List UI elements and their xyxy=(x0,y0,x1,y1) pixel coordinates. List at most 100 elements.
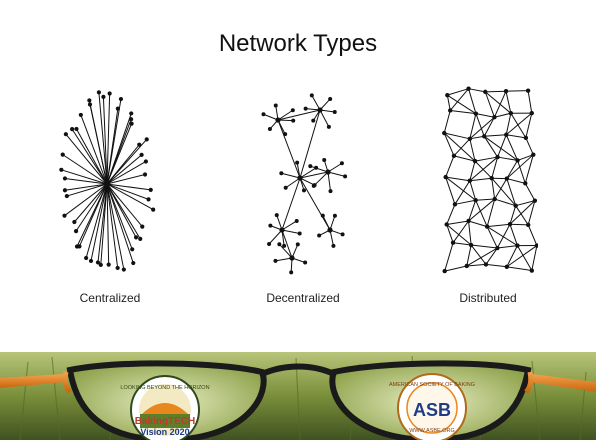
network-node xyxy=(274,213,279,218)
network-node xyxy=(87,98,92,103)
network-edge xyxy=(65,133,108,185)
mesh-edge xyxy=(505,90,529,92)
mesh-node xyxy=(451,153,457,159)
mesh-edge xyxy=(468,220,488,228)
network-node xyxy=(78,112,83,118)
glasses-banner: LOOKING BEYOND THE HORIZON BakingTECH Vi… xyxy=(0,352,596,440)
network-node xyxy=(311,118,316,123)
mesh-edge xyxy=(486,226,518,247)
network-node xyxy=(59,167,64,172)
mesh-edge xyxy=(444,265,467,272)
mesh-node xyxy=(442,130,447,136)
mesh-edge xyxy=(445,176,476,201)
network-edge xyxy=(281,229,285,246)
caption-centralized: Centralized xyxy=(79,291,141,305)
network-edge xyxy=(89,104,108,185)
mesh-edge xyxy=(527,224,538,246)
network-node xyxy=(131,260,136,266)
mesh-edge xyxy=(475,198,495,201)
network-edge xyxy=(106,183,125,270)
caption-decentralized: Decentralized xyxy=(266,291,340,305)
mesh-edge xyxy=(509,205,517,225)
mesh-edge xyxy=(509,223,529,226)
mesh-edge xyxy=(475,113,495,118)
mesh-edge xyxy=(497,156,518,161)
mesh-node xyxy=(529,268,535,273)
mesh-edge xyxy=(466,247,498,267)
network-node xyxy=(88,258,94,264)
mesh-node xyxy=(495,245,500,251)
network-hub-node xyxy=(289,255,295,261)
network-node xyxy=(279,171,284,176)
network-node xyxy=(273,103,278,108)
network-edge xyxy=(64,183,108,191)
hub-link-edge xyxy=(299,171,329,179)
mesh-edge xyxy=(469,113,477,139)
network-edge xyxy=(106,183,143,227)
mesh-edge xyxy=(515,200,536,207)
network-edge xyxy=(106,93,111,185)
network-edge xyxy=(106,154,142,185)
network-node xyxy=(309,93,314,98)
mesh-edge xyxy=(494,178,508,200)
mesh-edge xyxy=(505,134,519,161)
mesh-edge xyxy=(446,224,454,243)
network-edge xyxy=(299,167,317,179)
network-edge xyxy=(100,183,108,265)
mesh-node xyxy=(464,263,469,269)
slide-title: Network Types xyxy=(218,30,378,57)
network-edge xyxy=(281,172,301,179)
mesh-edge xyxy=(487,223,510,228)
mesh-edge xyxy=(449,88,469,111)
mesh-node xyxy=(473,111,479,116)
network-node xyxy=(283,132,288,137)
network-node xyxy=(137,142,142,147)
mesh-edge xyxy=(485,263,507,268)
mesh-edge xyxy=(505,91,512,114)
network-node xyxy=(62,188,68,193)
network-node xyxy=(291,118,296,123)
network-node xyxy=(64,193,69,199)
mesh-edge xyxy=(469,177,492,182)
network-node xyxy=(115,265,120,271)
mesh-edge xyxy=(469,160,476,181)
mesh-edge xyxy=(446,95,451,111)
mesh-edge xyxy=(527,90,533,114)
mesh-node xyxy=(484,224,490,229)
mesh-edge xyxy=(453,242,472,246)
network-edge xyxy=(106,183,119,269)
network-edge xyxy=(106,119,132,185)
mesh-node xyxy=(504,176,510,181)
asb-arc-text: AMERICAN SOCIETY OF BAKING xyxy=(389,382,475,388)
mesh-node xyxy=(523,181,528,186)
network-node xyxy=(133,235,139,240)
network-edge xyxy=(75,183,108,232)
mesh-edge xyxy=(443,132,476,162)
mesh-edge xyxy=(485,247,498,265)
glasses-banner-graphic: LOOKING BEYOND THE HORIZON BakingTECH Vi… xyxy=(0,352,596,440)
mesh-edge xyxy=(468,198,496,222)
mesh-edge xyxy=(524,183,536,201)
mesh-node xyxy=(529,110,534,116)
mesh-edge xyxy=(466,244,472,267)
mesh-node xyxy=(472,158,478,164)
network-edge xyxy=(281,229,300,234)
mesh-node xyxy=(442,268,447,274)
network-edge xyxy=(61,169,108,185)
mesh-edge xyxy=(506,266,532,272)
network-edge xyxy=(106,183,110,265)
network-node xyxy=(328,189,333,194)
mesh-edge xyxy=(509,200,536,225)
mesh-edge xyxy=(497,245,518,249)
network-edge xyxy=(319,109,330,128)
mesh-node xyxy=(531,152,536,157)
mesh-edge xyxy=(469,135,485,140)
mesh-node xyxy=(466,86,471,91)
hub-link-edge xyxy=(299,109,321,179)
network-node xyxy=(326,124,331,129)
left-temple xyxy=(0,374,66,388)
network-node xyxy=(62,213,67,218)
network-edge xyxy=(329,229,334,246)
network-node xyxy=(146,197,151,202)
mesh-edge xyxy=(517,154,534,161)
